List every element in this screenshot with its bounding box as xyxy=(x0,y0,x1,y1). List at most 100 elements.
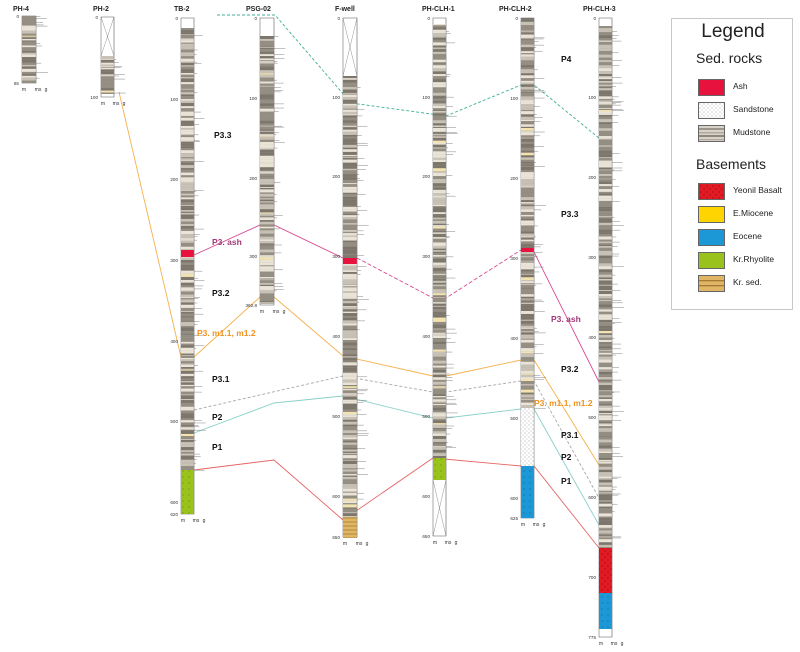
bed xyxy=(343,479,357,481)
bed xyxy=(181,103,194,106)
bed xyxy=(521,50,534,51)
depth-label: 0 xyxy=(175,16,178,21)
bed xyxy=(343,367,357,368)
grain-axis-label: g xyxy=(123,101,126,107)
bed xyxy=(181,295,194,298)
bed xyxy=(343,119,357,120)
bed xyxy=(22,37,36,38)
bed xyxy=(599,286,612,289)
bed xyxy=(343,454,357,455)
bed xyxy=(343,101,357,102)
bed xyxy=(599,442,612,444)
bed xyxy=(521,384,534,385)
bed xyxy=(433,160,446,162)
bed xyxy=(260,207,274,209)
bed xyxy=(433,335,446,336)
bed xyxy=(599,350,612,351)
bed xyxy=(599,126,612,127)
bed xyxy=(433,344,446,345)
bed xyxy=(433,221,446,224)
bed xyxy=(433,298,446,300)
bed xyxy=(521,280,534,281)
depth-label: 100 xyxy=(422,95,430,100)
depth-label: 500 xyxy=(510,416,518,421)
bed xyxy=(343,499,357,501)
bed xyxy=(181,312,194,314)
bed xyxy=(599,385,612,388)
bed xyxy=(521,383,534,384)
bed xyxy=(260,68,274,71)
bed xyxy=(343,184,357,187)
depth-label: 500 xyxy=(588,415,596,420)
bed xyxy=(433,246,446,247)
bed xyxy=(260,257,274,259)
bed xyxy=(521,244,534,246)
bed xyxy=(260,220,274,222)
bed xyxy=(343,361,357,362)
legend-base-heading: Basements xyxy=(696,156,766,172)
bed xyxy=(343,501,357,503)
bed xyxy=(599,92,612,95)
bed xyxy=(181,364,194,365)
bed xyxy=(343,368,357,370)
bed xyxy=(343,453,357,454)
bed xyxy=(433,342,446,344)
bed xyxy=(521,43,534,45)
bed xyxy=(521,200,534,202)
bed xyxy=(433,206,446,207)
bed xyxy=(433,87,446,89)
bed xyxy=(181,215,194,218)
bed xyxy=(433,237,446,239)
bed xyxy=(343,385,357,386)
bed xyxy=(181,128,194,130)
bed xyxy=(599,71,612,74)
bed xyxy=(521,377,534,379)
bed xyxy=(343,217,357,219)
bed xyxy=(599,391,612,392)
bed xyxy=(433,364,446,366)
bed xyxy=(599,430,612,432)
bed xyxy=(343,323,357,324)
bed xyxy=(521,22,534,25)
bed xyxy=(101,75,114,76)
depth-label: 400 xyxy=(510,336,518,341)
bed xyxy=(521,321,534,324)
depth-label: 200 xyxy=(422,174,430,179)
bed xyxy=(599,248,612,249)
bed xyxy=(433,147,446,148)
bed xyxy=(343,274,357,275)
bed xyxy=(181,384,194,385)
bed xyxy=(22,16,36,18)
bed xyxy=(260,140,274,142)
bed xyxy=(599,447,612,448)
bed xyxy=(181,466,194,469)
depth-label: 100 xyxy=(332,95,340,100)
bed xyxy=(521,304,534,305)
bed xyxy=(343,472,357,474)
bed xyxy=(181,376,194,378)
legend-item-kr-sed: Kr. sed. xyxy=(698,275,794,293)
bed xyxy=(599,125,612,126)
bed xyxy=(433,441,446,442)
bed xyxy=(343,516,357,517)
bed xyxy=(22,66,36,68)
bed xyxy=(599,201,612,204)
bed xyxy=(343,439,357,441)
bed xyxy=(181,106,194,108)
bed xyxy=(343,430,357,433)
bed xyxy=(181,110,194,111)
bed xyxy=(260,59,274,60)
bed xyxy=(599,176,612,179)
bed xyxy=(181,157,194,158)
grain-axis-label: g xyxy=(283,309,286,315)
bed xyxy=(260,234,274,237)
bed xyxy=(433,49,446,50)
bed xyxy=(181,247,194,249)
bed xyxy=(343,388,357,389)
bed xyxy=(433,429,446,431)
bed xyxy=(521,368,534,371)
bed xyxy=(521,331,534,332)
bed xyxy=(260,290,274,293)
bed xyxy=(599,360,612,363)
